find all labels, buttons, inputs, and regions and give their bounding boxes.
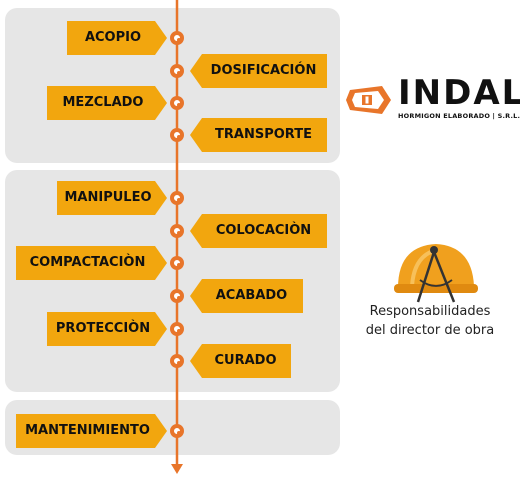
- timeline-node: [170, 424, 184, 438]
- timeline-node: [170, 354, 184, 368]
- timeline-node: [170, 322, 184, 336]
- timeline-node: [170, 224, 184, 238]
- timeline-node: [170, 96, 184, 110]
- timeline-node: [170, 191, 184, 205]
- indal-logo-icon: [346, 86, 391, 114]
- step-mantenimiento: MANTENIMIENTO: [16, 414, 167, 448]
- logo-name: INDAL: [398, 73, 520, 113]
- caption-line-2: del director de obra: [365, 323, 495, 338]
- timeline-node: [170, 256, 184, 270]
- helmet-compass-icon: [394, 244, 478, 303]
- step-curado: CURADO: [190, 344, 291, 378]
- caption-line-1: Responsabilidades: [369, 304, 491, 319]
- step-mezclado: MEZCLADO: [47, 86, 167, 120]
- timeline-arrowhead: [171, 464, 183, 474]
- timeline-node: [170, 31, 184, 45]
- caption: Responsabilidades del director de obra: [350, 302, 510, 340]
- timeline-node: [170, 64, 184, 78]
- step-transporte: TRANSPORTE: [190, 118, 327, 152]
- timeline-node: [170, 289, 184, 303]
- logo-tagline: HORMIGON ELABORADO | S.R.L.: [398, 112, 520, 120]
- step-dosificacion: DOSIFICACIÓN: [190, 54, 327, 88]
- step-colocacion: COLOCACIÒN: [190, 214, 327, 248]
- timeline-node: [170, 128, 184, 142]
- step-proteccion: PROTECCIÒN: [47, 312, 167, 346]
- step-manipuleo: MANIPULEO: [57, 181, 167, 215]
- step-acabado: ACABADO: [190, 279, 303, 313]
- step-compactacion: COMPACTACIÒN: [16, 246, 167, 280]
- step-acopio: ACOPIO: [67, 21, 167, 55]
